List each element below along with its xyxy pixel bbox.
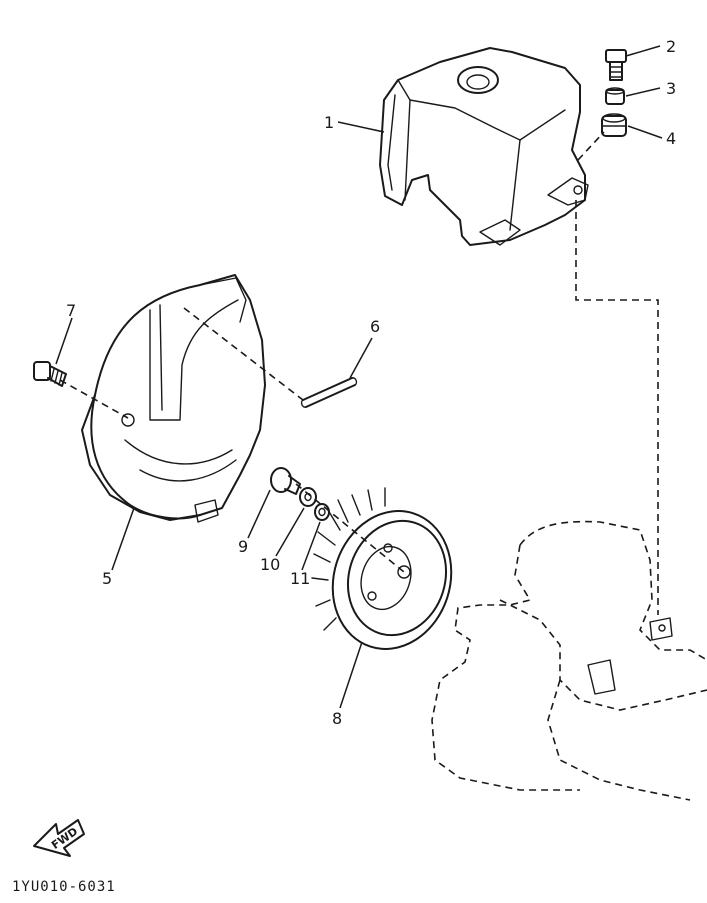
callout-8: 8	[332, 709, 342, 728]
mount-tab	[479, 219, 521, 246]
callout-1: 1	[324, 113, 334, 132]
callout-3: 3	[666, 79, 676, 98]
bolt-7	[33, 361, 67, 387]
lock-washer-11	[314, 503, 330, 521]
collar-3	[605, 87, 625, 105]
air-shroud-upper	[379, 47, 589, 246]
callout-7: 7	[66, 301, 76, 320]
callout-5: 5	[102, 569, 112, 588]
intake-opening	[457, 66, 499, 94]
grommet-4	[601, 113, 627, 137]
alignment-lines	[59, 131, 659, 615]
callout-6: 6	[370, 317, 380, 336]
bolt-2	[605, 49, 627, 81]
nut-9	[270, 467, 301, 495]
fan-housing	[81, 274, 266, 523]
callout-9: 9	[238, 537, 248, 556]
callout-10: 10	[260, 555, 280, 574]
callout-labels: 1 2 3 4 5 6 7 8 9 10 11	[66, 37, 676, 728]
pin-6	[300, 377, 358, 408]
housing-bolt-hole	[121, 413, 135, 427]
callout-11: 11	[290, 569, 310, 588]
callout-4: 4	[666, 129, 676, 148]
engine-block	[431, 520, 707, 801]
washer-10	[299, 487, 317, 507]
flywheel-fan	[311, 487, 453, 650]
leader-lines	[55, 45, 663, 709]
figure-code: 1YU010-6031	[12, 879, 116, 895]
housing-tab	[194, 499, 219, 523]
callout-2: 2	[666, 37, 676, 56]
mount-boss	[547, 177, 589, 206]
flywheel-hub	[397, 565, 411, 579]
fwd-arrow-icon: FWD	[33, 819, 85, 857]
